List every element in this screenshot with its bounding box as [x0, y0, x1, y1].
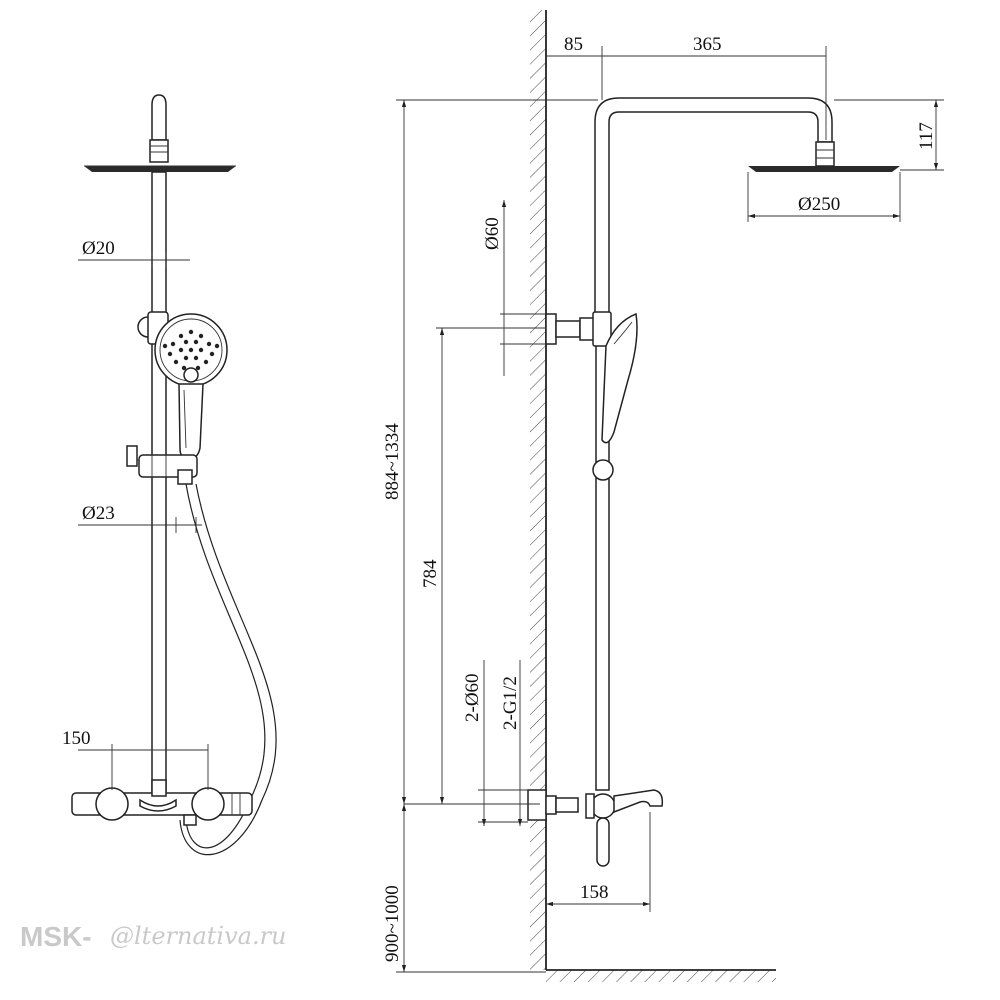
dim-arm-length: 365: [693, 34, 722, 55]
dim-wall-offset: 85: [564, 34, 583, 55]
side-view: 85 365 117 Ø250 Ø60 884~1334: [382, 34, 944, 973]
wall-bracket-flange: [545, 313, 557, 345]
dim-spout-reach: 158: [580, 882, 609, 903]
dim-pipe-diameter: Ø20: [82, 238, 115, 259]
dim-head-diameter: Ø250: [798, 194, 840, 215]
dim-bracket-height: 784: [420, 559, 441, 588]
side-hand-shower: [601, 312, 638, 444]
dim-hose-diameter: Ø23: [82, 503, 115, 524]
side-shower-head: [748, 166, 900, 172]
rain-shower-head: [84, 166, 236, 172]
dim-mount-height: 900~1000: [382, 885, 403, 962]
front-view: Ø20 Ø23: [62, 94, 277, 856]
head-neck: [151, 94, 167, 141]
dim-bracket-diameter: Ø60: [482, 217, 503, 250]
shower-hose: [185, 483, 266, 849]
side-mixer-handle: [596, 817, 610, 867]
dim-total-height: 884~1334: [382, 423, 403, 500]
head-connector: [149, 139, 169, 163]
hand-shower-handle: [178, 383, 204, 459]
side-mixer-flange: [527, 789, 547, 821]
watermark-script: @lternativa.ru: [110, 922, 287, 950]
dim-flange-count: 2-Ø60: [462, 673, 483, 722]
dim-head-drop: 117: [916, 122, 937, 150]
riser-pipe: [151, 171, 167, 798]
side-slider-ball: [592, 459, 614, 481]
wall: [530, 10, 776, 982]
dim-thread: 2-G1/2: [500, 676, 521, 730]
dim-mixer-spacing: 150: [62, 728, 91, 749]
spray-button: [183, 367, 199, 383]
shower-arm: [594, 97, 833, 321]
slider-knob: [126, 445, 138, 467]
mixer-outlet: [183, 814, 197, 826]
bath-spout: [613, 789, 664, 814]
nozzle-holes: [162, 329, 220, 371]
watermark: MSK- @lternativa.ru: [20, 921, 287, 952]
watermark-brand: MSK-: [20, 921, 92, 952]
